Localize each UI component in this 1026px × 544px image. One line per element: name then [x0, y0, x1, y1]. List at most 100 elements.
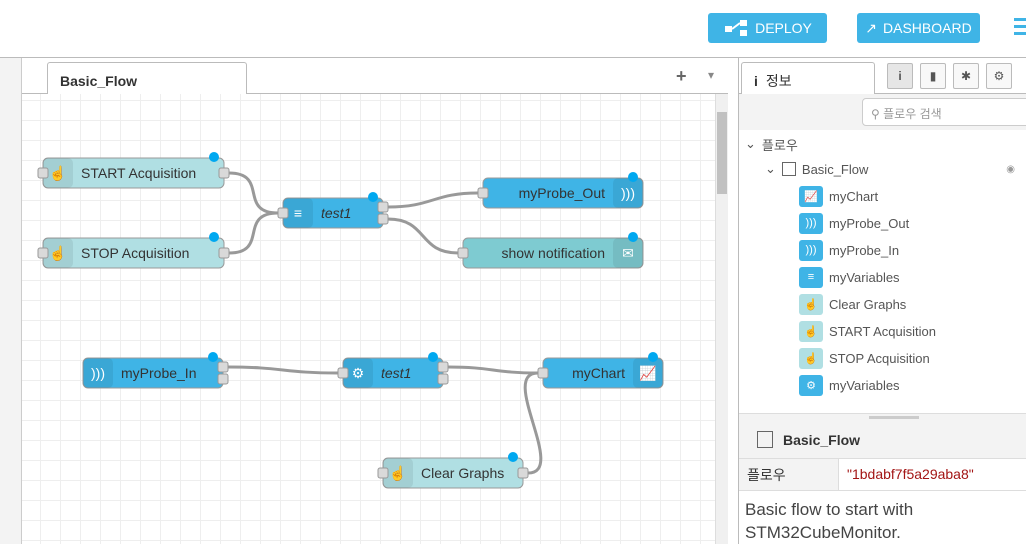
- dashboard-button[interactable]: ↗ DASHBOARD: [857, 13, 980, 43]
- changed-indicator: [209, 232, 219, 242]
- flow-node[interactable]: ☝STOP Acquisition: [37, 232, 230, 269]
- tree-flow[interactable]: ⌄Basic_Flow◉: [765, 157, 1015, 181]
- flow-node[interactable]: ✉show notification: [457, 232, 644, 269]
- tree-item[interactable]: )))myProbe_In: [799, 238, 899, 262]
- tree-item[interactable]: ⚙myVariables: [799, 373, 900, 397]
- tree-item[interactable]: ≡myVariables: [799, 265, 900, 289]
- book-icon[interactable]: ▮: [920, 63, 946, 89]
- tree-item-label: START Acquisition: [829, 323, 936, 339]
- sidebar-splitter[interactable]: [739, 413, 1026, 421]
- tab-basic-flow[interactable]: Basic_Flow: [47, 62, 247, 94]
- flow-canvas[interactable]: ☝ START Acquisition ☝STOP Acquisition ≡test…: [22, 94, 715, 544]
- tab-info-label: 정보: [765, 73, 792, 89]
- hand-icon-glyph: ☝: [389, 464, 406, 482]
- node-label: myChart: [572, 365, 625, 381]
- wire[interactable]: [228, 171, 279, 215]
- dashboard-label: DASHBOARD: [883, 20, 972, 36]
- input-port[interactable]: [37, 167, 49, 179]
- list-icon: [283, 198, 313, 228]
- node-body: [82, 357, 224, 389]
- tab-menu-button[interactable]: ▾: [708, 68, 715, 82]
- node-label: START Acquisition: [81, 165, 196, 181]
- input-port[interactable]: [457, 247, 469, 259]
- output-port[interactable]: [437, 361, 449, 373]
- canvas-scrollbar[interactable]: [715, 94, 728, 544]
- wire[interactable]: [228, 211, 279, 255]
- signal-icon: ))): [799, 239, 823, 261]
- add-tab-button[interactable]: +: [676, 66, 687, 86]
- output-port[interactable]: [217, 373, 229, 385]
- input-port[interactable]: [37, 247, 49, 259]
- output-port[interactable]: [437, 373, 449, 385]
- hand-icon-glyph: ☝: [49, 164, 66, 182]
- flow-node[interactable]: ≡test1: [277, 192, 389, 229]
- signal-icon-glyph: ))): [621, 185, 635, 201]
- flow-description: Basic flow to start with STM32CubeMonito…: [745, 500, 914, 542]
- signal-icon: [83, 358, 113, 388]
- hand-icon: [43, 158, 73, 188]
- changed-indicator: [368, 192, 378, 202]
- hand-icon-glyph: ☝: [49, 244, 66, 262]
- external-link-icon: ↗: [865, 19, 878, 36]
- wire[interactable]: [227, 365, 339, 375]
- info-icon[interactable]: i: [887, 63, 913, 89]
- tree-item-label: Clear Graphs: [829, 296, 907, 312]
- output-port[interactable]: [377, 201, 389, 213]
- search-placeholder: 플로우 검색: [883, 107, 942, 121]
- chart-icon-glyph: 📈: [639, 365, 656, 382]
- chevron-down-icon: ⌄: [745, 136, 756, 151]
- gear-icon: [343, 358, 373, 388]
- hand-icon: [383, 458, 413, 488]
- wire[interactable]: [447, 365, 539, 375]
- tree-root[interactable]: ⌄플로우: [745, 132, 798, 156]
- bug-icon[interactable]: ✱: [953, 63, 979, 89]
- palette-panel: [0, 58, 22, 544]
- output-port[interactable]: [377, 213, 389, 225]
- wire[interactable]: [523, 371, 543, 475]
- tree-item-label: myProbe_Out: [829, 215, 910, 231]
- changed-indicator: [208, 352, 218, 362]
- menu-icon[interactable]: [1014, 18, 1026, 36]
- flow-search-input[interactable]: ⚲ 플로우 검색: [862, 98, 1026, 126]
- flow-icon: [781, 162, 796, 176]
- tree-item[interactable]: ☝Clear Graphs: [799, 292, 906, 316]
- input-port[interactable]: [337, 367, 349, 379]
- workspace-tabs: Basic_Flow + ▾: [22, 58, 728, 94]
- hand-icon: ☝: [799, 347, 823, 369]
- output-port[interactable]: [217, 361, 229, 373]
- tree-item[interactable]: ☝ START Acquisition: [799, 319, 936, 343]
- gear-icon[interactable]: ⚙: [986, 63, 1012, 89]
- tree-item[interactable]: 📈myChart: [799, 184, 878, 208]
- output-port[interactable]: [218, 247, 230, 259]
- input-port[interactable]: [537, 367, 549, 379]
- output-port[interactable]: [218, 167, 230, 179]
- node-label: test1: [321, 205, 351, 221]
- wire[interactable]: [387, 191, 479, 209]
- flow-node[interactable]: 📈 myChart: [537, 352, 664, 389]
- deploy-icon: [725, 20, 748, 36]
- flow-node[interactable]: )))myProbe_In: [82, 352, 229, 389]
- deploy-button[interactable]: DEPLOY: [708, 13, 827, 43]
- input-port[interactable]: [477, 187, 489, 199]
- changed-indicator: [508, 452, 518, 462]
- info-header: Basic_Flow: [739, 421, 1026, 459]
- hand-icon: ☝: [799, 320, 823, 342]
- signal-icon: ))): [799, 212, 823, 234]
- flow-node[interactable]: ⚙test1: [337, 352, 449, 389]
- tree-item[interactable]: ☝STOP Acquisition: [799, 346, 930, 370]
- eye-icon[interactable]: ◉: [1006, 163, 1015, 175]
- flow-node[interactable]: ☝ START Acquisition: [37, 152, 230, 189]
- flow-node[interactable]: )))myProbe_Out: [477, 172, 644, 209]
- search-icon: ⚲: [871, 107, 884, 121]
- flow-node[interactable]: ☝Clear Graphs: [377, 452, 529, 489]
- info-title: Basic_Flow: [783, 431, 861, 448]
- input-port[interactable]: [377, 467, 389, 479]
- chart-icon: [633, 358, 663, 388]
- changed-indicator: [628, 232, 638, 242]
- output-port[interactable]: [517, 467, 529, 479]
- wire[interactable]: [387, 217, 459, 255]
- tree-item[interactable]: ))) myProbe_Out: [799, 211, 909, 235]
- info-key: 플로우: [739, 459, 839, 490]
- input-port[interactable]: [277, 207, 289, 219]
